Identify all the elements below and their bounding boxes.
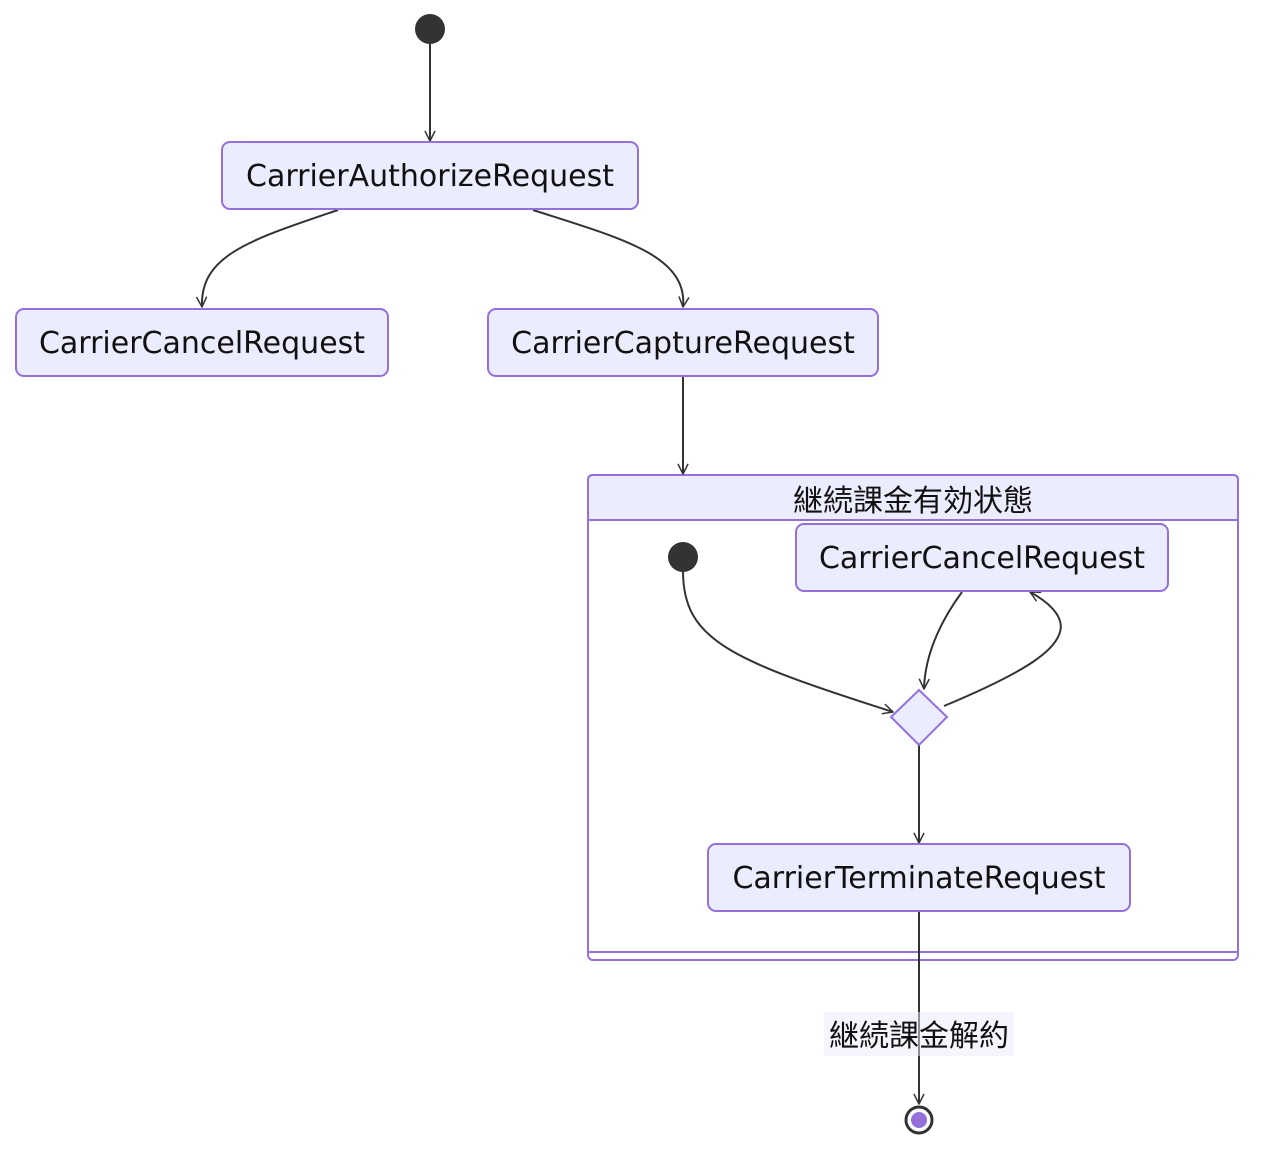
- state-label: CarrierTerminateRequest: [732, 861, 1105, 896]
- start-state: [415, 14, 445, 44]
- state-carrier-capture-request[interactable]: CarrierCaptureRequest: [487, 308, 879, 377]
- edge-label-terminate-to-end: 継続課金解約: [829, 1019, 1009, 1054]
- edge-authorize-to-capture: [532, 209, 690, 308]
- edge-inner-cancel-to-choice: [918, 591, 963, 690]
- state-carrier-authorize-request[interactable]: CarrierAuthorizeRequest: [221, 141, 639, 210]
- state-label: CarrierAuthorizeRequest: [246, 159, 614, 194]
- state-carrier-terminate-request[interactable]: CarrierTerminateRequest: [707, 843, 1131, 912]
- state-label: CarrierCaptureRequest: [511, 326, 855, 361]
- state-carrier-cancel-request[interactable]: CarrierCancelRequest: [15, 308, 389, 377]
- edges: [196, 44, 1062, 844]
- choice-node: [889, 688, 949, 747]
- edge-label-background: [824, 1012, 1014, 1056]
- state-label: CarrierCancelRequest: [39, 326, 365, 361]
- end-state: [904, 1105, 934, 1135]
- state-inner-carrier-cancel-request[interactable]: CarrierCancelRequest: [795, 523, 1169, 592]
- edge-authorize-to-cancel: [196, 209, 339, 308]
- composite-title: 継続課金有効状態: [793, 484, 1033, 519]
- state-label: CarrierCancelRequest: [819, 541, 1145, 576]
- inner-start-state: [668, 542, 698, 572]
- edge-choice-to-inner-cancel: [943, 591, 1062, 707]
- edge-inner-start-to-choice: [682, 570, 894, 715]
